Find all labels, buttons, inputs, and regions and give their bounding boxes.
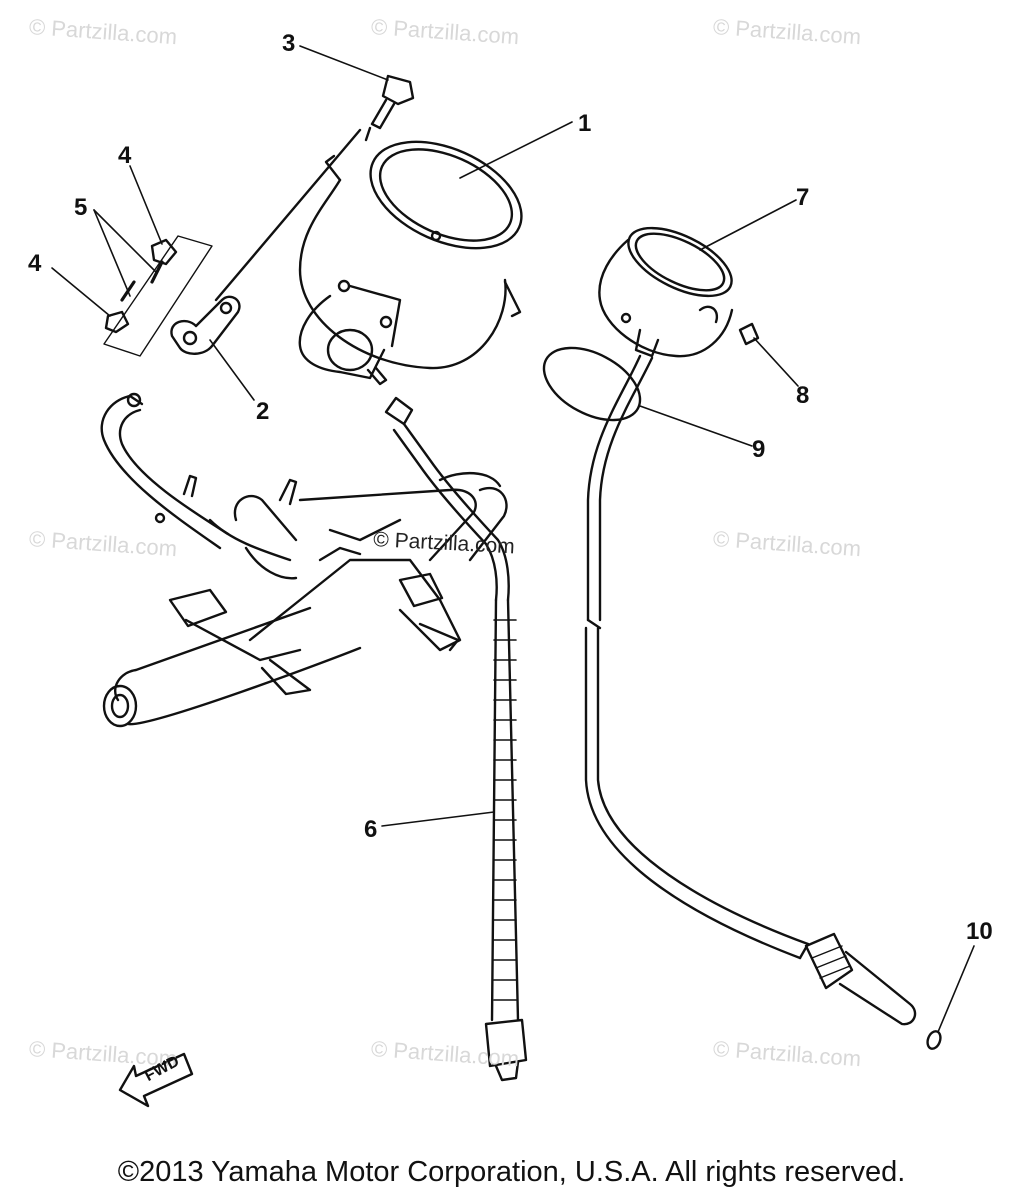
sensor-cable (584, 354, 942, 1050)
callout-4: 4 (118, 142, 132, 169)
callout-7: 7 (796, 184, 810, 211)
callout-9: 9 (752, 436, 766, 463)
temperature-gauge-part (598, 226, 734, 358)
callout-6: 6 (364, 816, 378, 843)
cap-part (738, 322, 760, 346)
callout-3: 3 (282, 30, 296, 57)
callout-10: 10 (966, 918, 993, 945)
callout-1: 1 (578, 110, 592, 137)
speedometer-part (298, 140, 523, 386)
nut-washer-group (103, 235, 213, 357)
fwd-arrow (118, 1052, 194, 1108)
callout-2: 2 (256, 398, 270, 425)
bracket-part (170, 128, 362, 355)
leader-lines (51, 45, 975, 1033)
wire-bracket (100, 392, 298, 580)
handlebar-assembly (102, 471, 508, 728)
o-ring-part (542, 346, 642, 422)
copyright-notice: ©2013 Yamaha Motor Corporation, U.S.A. A… (117, 1156, 906, 1188)
speedometer-cable-part (384, 396, 528, 1082)
callout-4-lower: 4 (28, 250, 42, 277)
callout-8: 8 (796, 382, 810, 409)
bolt-part (364, 74, 415, 142)
callout-5: 5 (74, 194, 88, 221)
